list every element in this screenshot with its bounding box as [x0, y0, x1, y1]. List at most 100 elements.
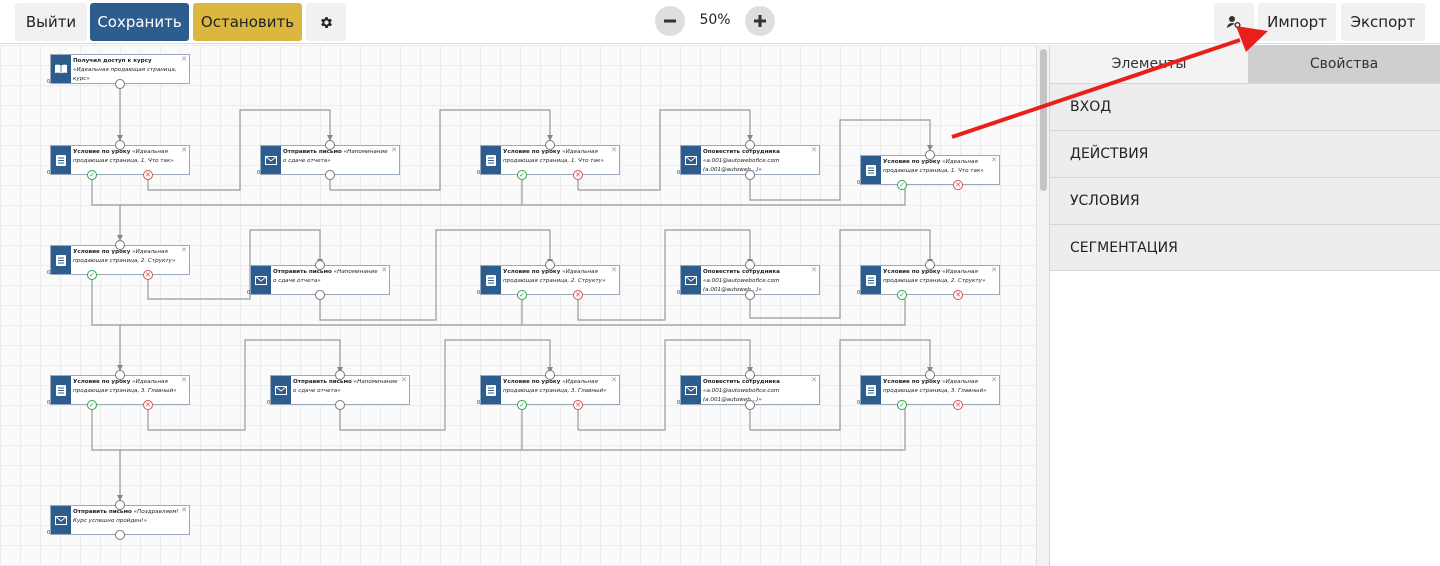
output-port[interactable]	[315, 290, 325, 300]
input-port[interactable]	[545, 260, 555, 270]
input-port[interactable]	[335, 370, 345, 380]
flow-node[interactable]: Условие по уроку «Идеальная продающая ст…	[477, 265, 620, 296]
close-icon[interactable]: ✕	[811, 146, 817, 154]
lesson-icon	[861, 156, 881, 184]
input-port[interactable]	[325, 140, 335, 150]
close-icon[interactable]: ✕	[181, 55, 187, 63]
node-count: 0	[477, 290, 481, 296]
section-entry[interactable]: ВХОД	[1050, 83, 1440, 130]
yes-port-check-icon[interactable]: ✓	[897, 290, 907, 300]
zoom-in-button[interactable]	[745, 6, 775, 36]
no-port-cross-icon[interactable]: ✕	[953, 180, 963, 190]
yes-port-check-icon[interactable]: ✓	[517, 170, 527, 180]
close-icon[interactable]: ✕	[181, 376, 187, 384]
yes-port-check-icon[interactable]: ✓	[897, 180, 907, 190]
save-button[interactable]: Сохранить	[90, 3, 189, 41]
scrollbar-thumb[interactable]	[1040, 49, 1047, 191]
node-detail: «a.001@autowebofice.com (a.001@autoweb..…	[703, 158, 780, 173]
yes-port-check-icon[interactable]: ✓	[87, 400, 97, 410]
node-count: 0	[47, 170, 51, 176]
node-count: 0	[857, 180, 861, 186]
output-port[interactable]	[115, 79, 125, 89]
node-title: Условие по уроку	[73, 149, 131, 155]
section-actions[interactable]: ДЕЙСТВИЯ	[1050, 130, 1440, 177]
input-port[interactable]	[545, 370, 555, 380]
no-port-cross-icon[interactable]: ✕	[143, 270, 153, 280]
node-detail: «Поздравляем! Курс успешно пройден!»	[73, 509, 179, 524]
input-port[interactable]	[925, 260, 935, 270]
export-button[interactable]: Экспорт	[1341, 3, 1425, 41]
node-detail: «Идеальная продающая страница, 3. Главны…	[73, 379, 177, 394]
close-icon[interactable]: ✕	[611, 266, 617, 274]
close-icon[interactable]: ✕	[611, 376, 617, 384]
flow-node[interactable]: Условие по уроку «Идеальная продающая ст…	[857, 155, 1000, 186]
no-port-cross-icon[interactable]: ✕	[143, 170, 153, 180]
yes-port-check-icon[interactable]: ✓	[897, 400, 907, 410]
output-port[interactable]	[325, 170, 335, 180]
yes-port-check-icon[interactable]: ✓	[87, 270, 97, 280]
output-port[interactable]	[115, 530, 125, 540]
input-port[interactable]	[745, 260, 755, 270]
close-icon[interactable]: ✕	[181, 506, 187, 514]
close-icon[interactable]: ✕	[991, 266, 997, 274]
input-port[interactable]	[545, 140, 555, 150]
node-count: 0	[47, 270, 51, 276]
output-port[interactable]	[745, 290, 755, 300]
stop-button[interactable]: Остановить	[193, 3, 302, 41]
input-port[interactable]	[315, 260, 325, 270]
section-conditions[interactable]: УСЛОВИЯ	[1050, 177, 1440, 224]
close-icon[interactable]: ✕	[181, 146, 187, 154]
input-port[interactable]	[745, 370, 755, 380]
input-port[interactable]	[925, 150, 935, 160]
zoom-out-button[interactable]	[655, 6, 685, 36]
flow-node[interactable]: Условие по уроку «Идеальная продающая ст…	[477, 145, 620, 176]
output-port[interactable]	[745, 400, 755, 410]
close-icon[interactable]: ✕	[391, 146, 397, 154]
yes-port-check-icon[interactable]: ✓	[87, 170, 97, 180]
node-title: Условие по уроку	[883, 269, 941, 275]
flow-node[interactable]: Условие по уроку «Идеальная продающая ст…	[857, 265, 1000, 296]
close-icon[interactable]: ✕	[991, 156, 997, 164]
yes-port-check-icon[interactable]: ✓	[517, 290, 527, 300]
canvas-scrollbar[interactable]	[1036, 45, 1050, 566]
no-port-cross-icon[interactable]: ✕	[573, 290, 583, 300]
input-port[interactable]	[745, 140, 755, 150]
close-icon[interactable]: ✕	[811, 376, 817, 384]
flow-canvas[interactable]	[0, 45, 1036, 566]
flow-node[interactable]: Условие по уроку «Идеальная продающая ст…	[857, 375, 1000, 406]
input-port[interactable]	[115, 370, 125, 380]
exit-button[interactable]: Выйти	[15, 3, 87, 41]
settings-button[interactable]	[306, 3, 346, 41]
close-icon[interactable]: ✕	[611, 146, 617, 154]
input-port[interactable]	[115, 240, 125, 250]
output-port[interactable]	[745, 170, 755, 180]
no-port-cross-icon[interactable]: ✕	[573, 170, 583, 180]
no-port-cross-icon[interactable]: ✕	[953, 400, 963, 410]
no-port-cross-icon[interactable]: ✕	[953, 290, 963, 300]
close-icon[interactable]: ✕	[181, 246, 187, 254]
input-port[interactable]	[925, 370, 935, 380]
close-icon[interactable]: ✕	[381, 266, 387, 274]
yes-port-check-icon[interactable]: ✓	[517, 400, 527, 410]
node-title: Отправить письмо	[293, 379, 352, 385]
import-button[interactable]: Импорт	[1258, 3, 1336, 41]
input-port[interactable]	[115, 500, 125, 510]
node-detail: «Напоминание о сдаче отчета»	[283, 149, 388, 164]
input-port[interactable]	[115, 140, 125, 150]
section-segmentation[interactable]: СЕГМЕНТАЦИЯ	[1050, 224, 1440, 271]
node-count: 0	[257, 170, 261, 176]
tab-properties[interactable]: Свойства	[1248, 45, 1440, 83]
tab-elements[interactable]: Элементы	[1050, 45, 1248, 83]
node-title: Условие по уроку	[883, 159, 941, 165]
no-port-cross-icon[interactable]: ✕	[143, 400, 153, 410]
close-icon[interactable]: ✕	[991, 376, 997, 384]
close-icon[interactable]: ✕	[811, 266, 817, 274]
user-search-button[interactable]	[1214, 3, 1254, 41]
flow-node[interactable]: Условие по уроку «Идеальная продающая ст…	[477, 375, 620, 406]
plus-icon	[754, 15, 766, 27]
node-text: Условие по уроку «Идеальная продающая ст…	[503, 378, 609, 396]
close-icon[interactable]: ✕	[401, 376, 407, 384]
no-port-cross-icon[interactable]: ✕	[573, 400, 583, 410]
output-port[interactable]	[335, 400, 345, 410]
